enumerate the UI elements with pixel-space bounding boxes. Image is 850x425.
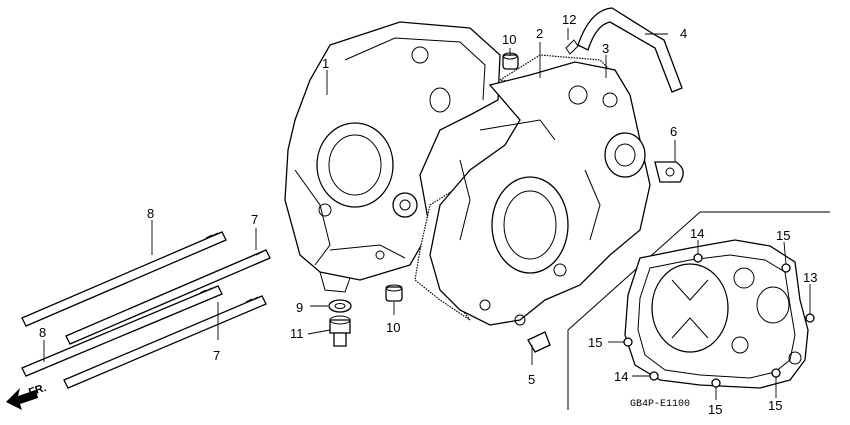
front-direction-arrow: FR. bbox=[6, 382, 48, 410]
callout-15a: 15 bbox=[776, 228, 790, 243]
callout-labels: 1 2 3 4 5 6 7 7 8 8 9 10 10 11 12 13 14 … bbox=[39, 12, 817, 417]
callout-12: 12 bbox=[562, 12, 576, 27]
callout-15c: 15 bbox=[708, 402, 722, 417]
callout-9: 9 bbox=[296, 300, 303, 315]
diagram-code: GB4P-E1100 bbox=[630, 399, 690, 410]
dowel-holes-inset bbox=[623, 253, 815, 388]
left-crankcase-half bbox=[429, 61, 651, 326]
stud-bolt-7-upper bbox=[65, 249, 271, 345]
callout-10a: 10 bbox=[502, 32, 516, 47]
sealing-washer bbox=[328, 299, 352, 313]
cable-clamp bbox=[654, 161, 684, 183]
callout-6: 6 bbox=[670, 124, 677, 139]
callout-15b: 15 bbox=[588, 335, 602, 350]
stud-bolt-8-lower bbox=[21, 285, 223, 377]
callout-1: 1 bbox=[322, 56, 329, 71]
dowel-pin-upper bbox=[502, 52, 519, 70]
dowel-pin-lower bbox=[385, 284, 403, 302]
callout-7a: 7 bbox=[251, 212, 258, 227]
callout-4: 4 bbox=[680, 26, 687, 41]
callout-5: 5 bbox=[528, 372, 535, 387]
callout-2: 2 bbox=[536, 26, 543, 41]
callout-8b: 8 bbox=[39, 325, 46, 340]
cover-gasket bbox=[624, 239, 809, 389]
breather-tube bbox=[577, 7, 683, 93]
callout-11: 11 bbox=[290, 326, 304, 341]
callout-7b: 7 bbox=[213, 348, 220, 363]
leader-lines bbox=[43, 28, 811, 400]
callout-14b: 14 bbox=[614, 369, 628, 384]
right-crankcase-half bbox=[284, 21, 501, 293]
drain-bolt bbox=[329, 315, 351, 347]
callout-13: 13 bbox=[803, 270, 817, 285]
callout-8a: 8 bbox=[147, 206, 154, 221]
stud-bolt-8-upper bbox=[21, 231, 227, 327]
inset-frame bbox=[567, 211, 830, 410]
front-direction-label: FR. bbox=[27, 382, 48, 399]
callout-10b: 10 bbox=[386, 320, 400, 335]
tube-clip bbox=[565, 39, 579, 55]
stud-bolt-7-lower bbox=[63, 295, 267, 389]
callout-3: 3 bbox=[602, 41, 609, 56]
callout-15d: 15 bbox=[768, 398, 782, 413]
callout-14a: 14 bbox=[690, 226, 704, 241]
bracket bbox=[527, 331, 551, 353]
